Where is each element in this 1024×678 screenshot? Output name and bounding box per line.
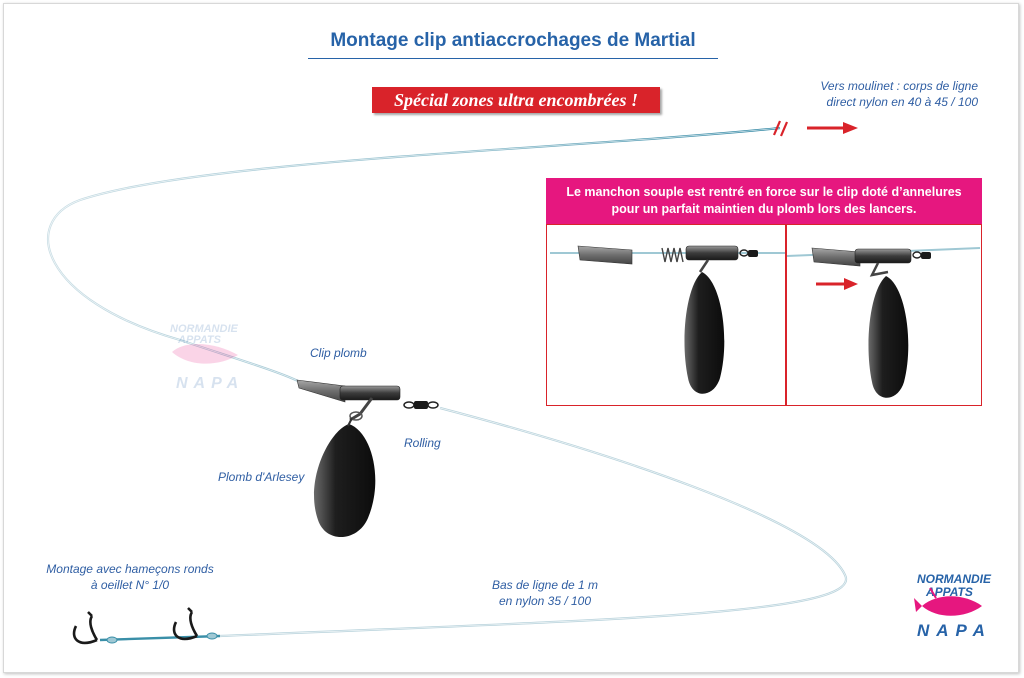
clip-plomb-assembly xyxy=(296,379,439,538)
hook-icon xyxy=(72,611,118,645)
label-montage: Montage avec hameçons ronds à oeillet N°… xyxy=(40,561,220,593)
leader-line-inner xyxy=(219,407,847,637)
lead-weight xyxy=(684,272,725,394)
panel-divider xyxy=(785,224,787,406)
lead-weight xyxy=(868,276,909,398)
spring-coil xyxy=(661,247,684,263)
hook-snood xyxy=(99,634,221,642)
clip-ring xyxy=(349,411,363,421)
logo-text-1: NORMANDIE xyxy=(917,572,992,586)
page-title: Montage clip antiaccrochages de Martial xyxy=(308,30,718,59)
watermark-logo: NORMANDIE APPATS NAPA xyxy=(170,323,244,392)
clip-arm xyxy=(349,397,374,422)
label-bas-line1: Bas de ligne de 1 m xyxy=(491,578,599,592)
label-clip-plomb: Clip plomb xyxy=(310,346,367,360)
callout-line2: pour un parfait maintien du plomb lors d… xyxy=(611,202,917,216)
lead-weight-loop xyxy=(347,417,353,427)
label-rolling: Rolling xyxy=(404,436,441,450)
main-line-inner xyxy=(47,127,781,383)
callout-box: Le manchon souple est rentré en force su… xyxy=(546,178,982,224)
image-frame xyxy=(3,3,1019,673)
label-moulinet-line1: Vers moulinet : corps de ligne xyxy=(820,79,978,93)
sleeve-detached xyxy=(577,245,633,265)
arrow-right-icon xyxy=(807,122,858,134)
cut-mark xyxy=(772,120,782,136)
detail-panel xyxy=(546,224,982,406)
clip-tube xyxy=(339,385,401,401)
watermark-text-1: NORMANDIE xyxy=(170,323,238,335)
hook-icon xyxy=(172,607,218,641)
label-plomb: Plomb d'Arlesey xyxy=(218,470,305,484)
napa-logo: NORMANDIE APPATS NAPA xyxy=(914,572,992,640)
callout-line1: Le manchon souple est rentré en force su… xyxy=(566,185,962,199)
red-banner: Spécial zones ultra encombrées ! xyxy=(372,87,660,113)
arrow-right-icon xyxy=(816,278,858,290)
fish-icon xyxy=(914,596,982,616)
panel-2-drawing xyxy=(786,247,981,398)
logo-text-2: APPATS xyxy=(925,585,973,599)
cut-mark xyxy=(779,121,789,137)
label-bas-line2: en nylon 35 / 100 xyxy=(498,594,592,608)
logo-text-3: NAPA xyxy=(917,621,992,640)
label-moulinet: Vers moulinet : corps de ligne direct ny… xyxy=(790,78,978,110)
label-moulinet-line2: direct nylon en 40 à 45 / 100 xyxy=(826,95,978,109)
rolling-swivel-icon xyxy=(403,401,439,409)
clip-sleeve xyxy=(296,379,346,403)
watermark-text-2: APPATS xyxy=(177,334,222,346)
watermark-text-3: NAPA xyxy=(176,375,244,392)
label-bas-de-ligne: Bas de ligne de 1 m en nylon 35 / 100 xyxy=(480,577,610,609)
lead-weight xyxy=(314,424,376,538)
panel-1-drawing xyxy=(550,245,785,394)
label-montage-line1: Montage avec hameçons ronds xyxy=(46,562,214,576)
label-montage-line2: à oeillet N° 1/0 xyxy=(90,578,170,592)
